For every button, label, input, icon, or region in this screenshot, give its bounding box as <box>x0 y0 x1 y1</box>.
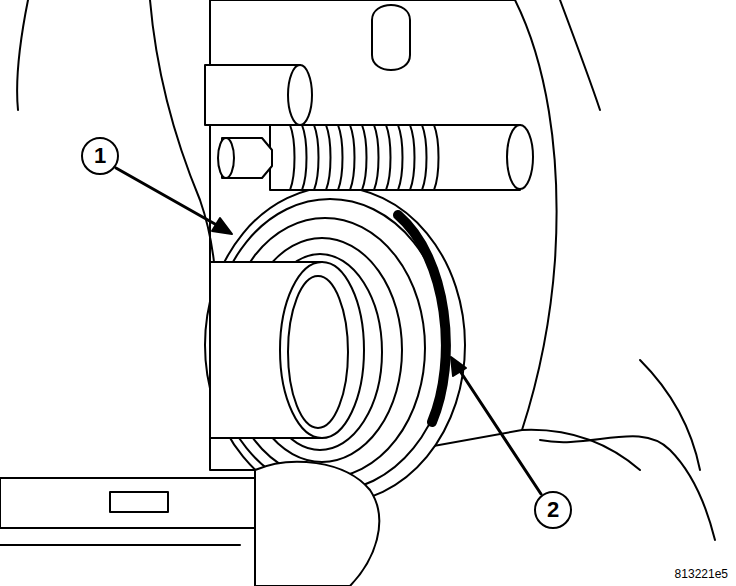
stud-thread <box>290 125 439 190</box>
knuckle-edge <box>560 0 600 110</box>
callout-number: 2 <box>547 499 559 521</box>
hub-bore-end <box>280 262 364 438</box>
arrowhead <box>451 357 466 376</box>
housing-edge <box>150 0 214 262</box>
knuckle-arm <box>255 462 379 586</box>
shaft-tab <box>110 492 168 512</box>
callout-circle <box>535 492 571 528</box>
wheel-stud <box>270 125 520 190</box>
callout-circle <box>82 138 118 174</box>
callout-number: 1 <box>94 145 106 167</box>
hub-ring <box>205 187 465 503</box>
housing-edge <box>17 0 28 110</box>
wheel-stud-end <box>507 125 533 189</box>
wheel-stud <box>205 65 300 125</box>
shaft-end <box>0 544 240 546</box>
flange-edge <box>540 436 715 540</box>
stud-head-end <box>218 138 234 178</box>
arrowhead <box>212 218 232 234</box>
o-ring <box>398 215 446 422</box>
hub-bore-end <box>288 276 348 428</box>
leader-line <box>116 168 222 228</box>
flange-hole <box>372 5 410 70</box>
shaft <box>0 478 255 528</box>
wheel-stud-end <box>288 65 312 125</box>
figure-number: 813221e5 <box>675 568 728 580</box>
leader-line <box>458 368 541 494</box>
knuckle-edge <box>640 360 700 470</box>
